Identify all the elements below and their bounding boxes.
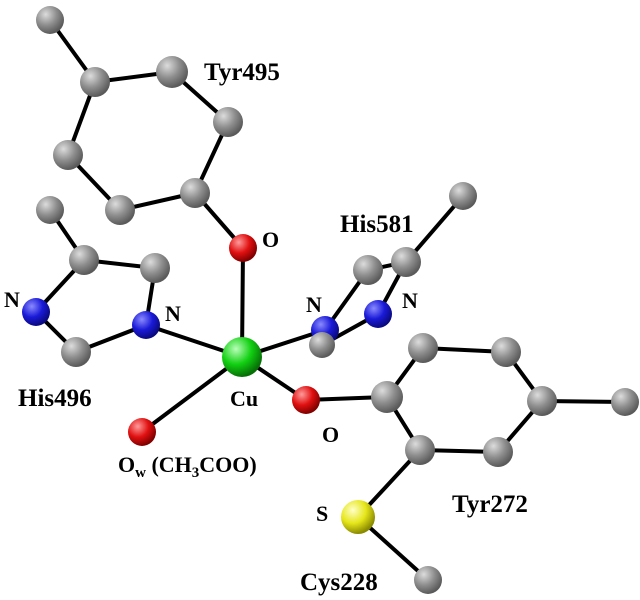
label-n-his581-left: N [306,292,322,317]
carbon-atom-h8c [309,332,335,358]
label-ow-sub: w [135,465,146,481]
bond-cu-ow [140,355,244,434]
label-ow-rest-2: COO) [199,452,256,477]
label-ow-main: O [118,452,135,477]
copper-atom-cu [222,337,262,377]
label-water-acetate: Ow (CH3COO) [118,452,257,481]
label-ow-rest-1: (CH [146,452,192,477]
carbon-atom-t5f [53,140,83,170]
sulfur-atom-s [341,500,375,534]
carbon-atom-t5a [80,67,110,97]
carbon-atom-t2b [408,333,438,363]
label-n-his496-left: N [4,287,20,312]
carbon-atom-h6c [61,337,91,367]
carbon-atom-t5b [156,56,188,88]
oxygen-atom-o5 [229,234,257,262]
oxygen-atom-ow [128,418,156,446]
nitrogen-atom-h6n2 [132,311,160,339]
label-s-cys228: S [316,501,328,526]
label-n-his496-right: N [165,301,181,326]
carbon-atom-h8m [449,182,477,210]
label-cu: Cu [230,386,258,411]
label-n-his581-right: N [402,288,418,313]
label-ow-sub3: 3 [192,465,200,481]
carbon-atom-h6m [36,196,64,224]
carbon-atom-t2m [611,388,639,416]
label-o-tyr495: O [262,227,279,252]
label-tyr495: Tyr495 [204,59,280,86]
oxygen-atom-o2 [292,386,320,414]
labels-layer: Tyr495 His581 His496 Tyr272 Cys228 Cu O … [4,59,528,596]
carbon-atom-t5d [180,178,210,208]
carbon-atom-cys [414,566,442,594]
carbon-atom-t2c [491,337,521,367]
label-o-tyr272: O [322,422,339,447]
bonds-layer [34,18,627,582]
label-his581: His581 [340,211,414,238]
label-his496: His496 [18,385,92,412]
nitrogen-atom-h8n2 [364,300,392,328]
carbon-atom-t2e [483,437,513,467]
carbon-atom-t5e [105,195,135,225]
carbon-atom-t2d [527,386,557,416]
atoms-layer [22,6,639,594]
label-cys228: Cys228 [300,569,378,596]
carbon-atom-h8b [353,255,383,285]
carbon-atom-t5m [36,6,64,34]
carbon-atom-h8a [391,247,421,277]
nitrogen-atom-h6n1 [22,298,50,326]
carbon-atom-t2f [405,435,435,465]
label-tyr272: Tyr272 [452,491,528,518]
carbon-atom-h6a [69,245,99,275]
carbon-atom-h6b [140,253,170,283]
carbon-atom-t2a [371,381,403,413]
carbon-atom-t5c [213,107,243,137]
